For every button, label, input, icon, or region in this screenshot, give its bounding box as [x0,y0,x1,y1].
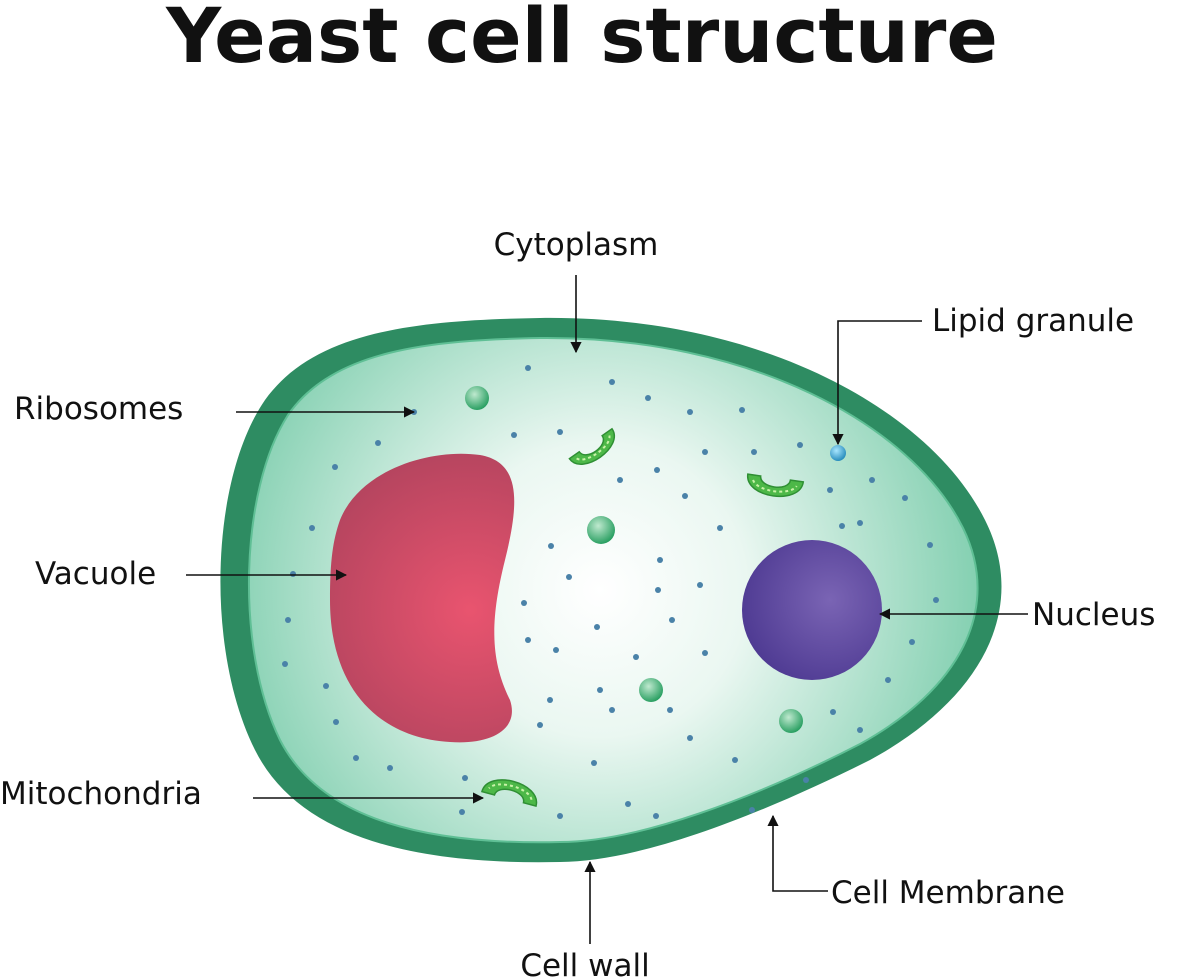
ribosome-dot [332,464,338,470]
ribosome-dot [525,365,531,371]
label-mitochondria: Mitochondria [0,776,202,812]
ribosome-dot [333,719,339,725]
label-ribosomes: Ribosomes [14,391,183,427]
ribosome-dot [511,432,517,438]
ribosome-dot [387,765,393,771]
ribosome-dot [285,617,291,623]
ribosome-dot [751,449,757,455]
ribosome-dot [857,520,863,526]
ribosome-dot [553,647,559,653]
ribosome-dot [591,760,597,766]
ribosome-dot [687,735,693,741]
ribosome-dot [702,449,708,455]
ribosome-dot [353,755,359,761]
label-cell-membrane: Cell Membrane [831,875,1065,911]
ribosome-dot [797,442,803,448]
lipid-granule [830,445,846,461]
label-nucleus: Nucleus [1032,597,1155,633]
granule [465,386,489,410]
ribosome-dot [557,429,563,435]
mitochondrion [480,779,538,808]
granule [779,709,803,733]
ribosome-dot [657,557,663,563]
vacuole [330,453,515,743]
ribosome-dot [617,477,623,483]
ribosome-dot [933,597,939,603]
ribosome-dot [717,525,723,531]
ribosome-dot [459,809,465,815]
ribosome-dot [885,677,891,683]
label-cell-wall: Cell wall [520,948,649,980]
ribosome-dot [927,542,933,548]
ribosome-dot [654,467,660,473]
ribosome-dot [609,379,615,385]
ribosome-dot [667,707,673,713]
label-cytoplasm: Cytoplasm [494,227,659,263]
ribosome-dot [594,624,600,630]
nucleus [742,540,882,680]
diagram-title: Yeast cell structure [165,0,998,80]
ribosome-dot [309,525,315,531]
granule [639,678,663,702]
ribosome-dot [323,683,329,689]
ribosome-dot [655,587,661,593]
ribosome-dot [525,637,531,643]
ribosome-dot [633,654,639,660]
ribosome-dot [625,801,631,807]
mitochondrion [568,427,615,465]
ribosome-dot [739,407,745,413]
ribosome-dot [803,777,809,783]
ribosome-dot [687,409,693,415]
ribosome-dot [566,574,572,580]
ribosome-group [282,365,939,819]
ribosome-dot [597,687,603,693]
ribosome-dot [839,523,845,529]
ribosome-dot [521,600,527,606]
ribosome-dot [902,495,908,501]
mitochondrion [747,473,805,497]
ribosome-dot [702,650,708,656]
ribosome-dot [830,709,836,715]
ribosome-dot [653,813,659,819]
ribosome-dot [732,757,738,763]
ribosome-dot [547,697,553,703]
ribosome-dot [548,543,554,549]
ribosome-dot [282,661,288,667]
ribosome-dot [669,617,675,623]
ribosome-dot [557,813,563,819]
ribosome-dot [462,775,468,781]
ribosome-dot [537,722,543,728]
ribosome-dot [290,571,296,577]
granule [587,516,615,544]
cell-membrane-leader [767,814,828,892]
ribosome-dot [375,440,381,446]
ribosome-dot [869,477,875,483]
ribosome-dot [697,582,703,588]
lipid-granule-leader [832,320,922,446]
ribosome-dot [827,487,833,493]
ribosome-dot [645,395,651,401]
ribosome-dot [909,639,915,645]
ribosome-dot [749,807,755,813]
label-vacuole: Vacuole [35,556,156,592]
label-lipid-granule: Lipid granule [932,303,1134,339]
ribosome-dot [857,727,863,733]
ribosome-dot [682,493,688,499]
ribosome-dot [609,707,615,713]
